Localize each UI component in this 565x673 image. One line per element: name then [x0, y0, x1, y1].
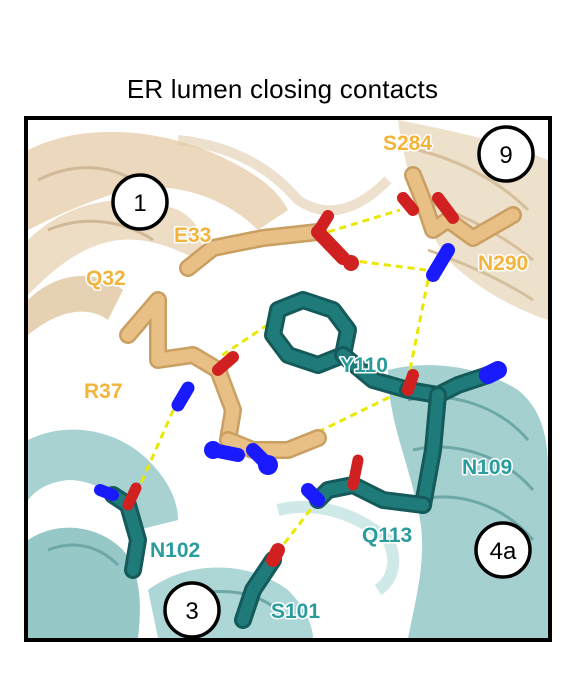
protein-structure-render: 1 9 3 4a S284 E33 N290 Q32 R37 Y110 N109… — [28, 120, 548, 638]
residue-label-n109: N109 — [462, 456, 512, 479]
helix-4a-label: 4a — [490, 538, 517, 565]
helix-1-marker: 1 — [111, 173, 169, 231]
residue-label-r37: R37 — [84, 380, 123, 403]
helix-9-label: 9 — [499, 142, 512, 169]
hbond-e33-n290 — [347, 258, 427, 272]
residue-label-y110: Y110 — [340, 354, 388, 377]
helix-4a-marker: 4a — [474, 521, 532, 579]
residue-label-s284: S284 — [383, 132, 432, 155]
hbond-n290-n109 — [406, 279, 430, 381]
teal-sidechains — [94, 291, 507, 629]
residue-label-q32: Q32 — [86, 267, 126, 290]
residue-label-q113: Q113 — [362, 524, 412, 547]
helix-1-label: 1 — [133, 190, 146, 217]
helix-9-marker: 9 — [477, 125, 535, 183]
tan-sidechains — [119, 166, 522, 475]
hbond-e33-s284 — [327, 208, 401, 234]
residue-label-s101: S101 — [271, 600, 320, 623]
teal-ribbon-background — [28, 365, 548, 638]
helix-3-marker: 3 — [163, 581, 221, 638]
figure-title: ER lumen closing contacts — [126, 74, 439, 104]
residue-label-n290: N290 — [478, 252, 528, 275]
helix-3-label: 3 — [185, 598, 198, 625]
residue-label-e33: E33 — [174, 224, 211, 247]
hbond-r37-n109 — [317, 390, 401, 434]
residue-label-n102: N102 — [150, 539, 200, 562]
structure-panel: 1 9 3 4a S284 E33 N290 Q32 R37 Y110 N109… — [24, 116, 552, 642]
